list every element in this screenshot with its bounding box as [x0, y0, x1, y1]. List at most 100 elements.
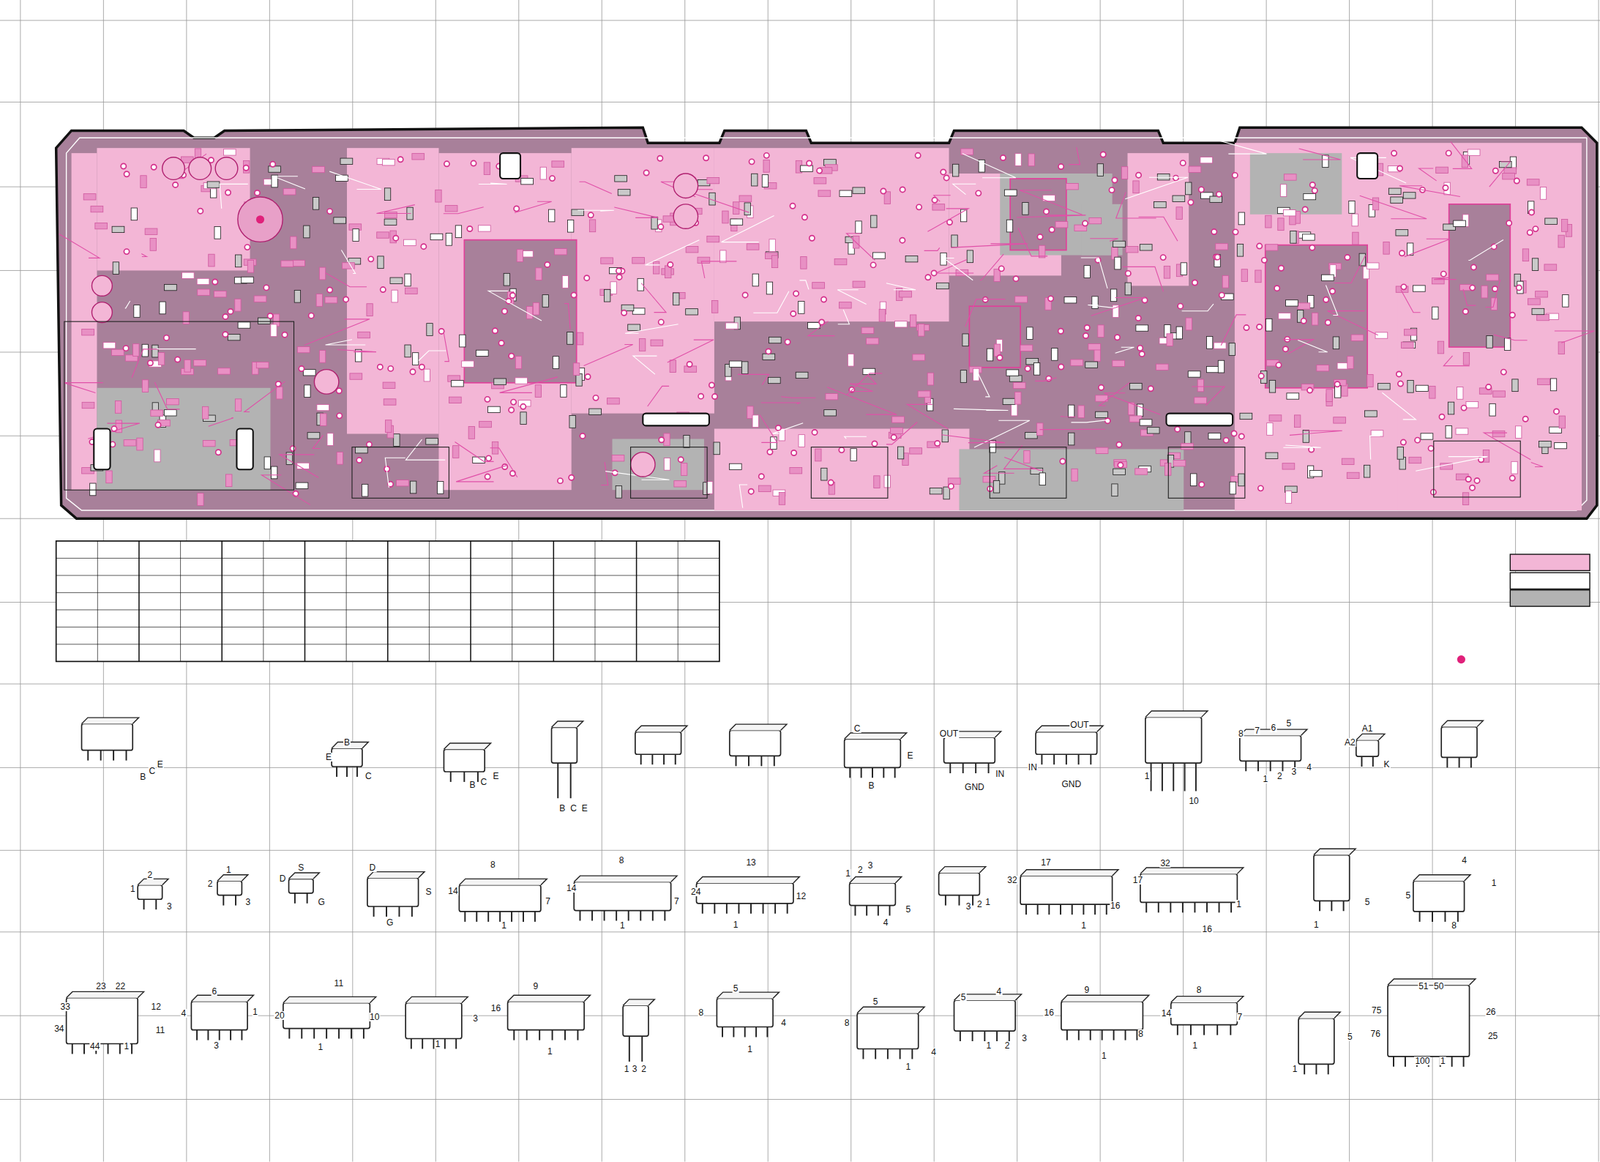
trace — [578, 181, 612, 194]
table-line — [387, 540, 389, 662]
smd-pad — [1311, 312, 1318, 325]
trace — [1019, 190, 1082, 216]
via — [327, 208, 333, 214]
smd-pad — [1416, 384, 1429, 391]
smd-pad — [1095, 447, 1109, 454]
trace — [645, 240, 700, 265]
table-line — [262, 540, 264, 662]
trace — [1004, 445, 1037, 469]
smd-pad — [1033, 362, 1040, 375]
smd-pad — [879, 308, 885, 322]
smd-pad — [1332, 336, 1339, 350]
smd-pad — [1166, 333, 1173, 347]
package-lead — [1094, 903, 1096, 915]
smd-pad — [821, 467, 828, 481]
ic-footprint — [464, 240, 577, 383]
via — [790, 311, 796, 317]
via — [174, 356, 181, 362]
pin-label: E — [156, 759, 164, 769]
trace — [799, 280, 809, 290]
package-lead — [350, 1028, 353, 1039]
trace — [1433, 277, 1457, 279]
package-lead — [974, 762, 977, 773]
smd-pad — [357, 331, 371, 338]
smd-pad — [730, 218, 743, 225]
smd-pad — [762, 353, 776, 360]
package-top — [622, 999, 655, 1005]
trace — [1370, 435, 1381, 459]
smd-pad — [766, 281, 773, 295]
smd-pad — [257, 317, 271, 324]
smd-pad — [943, 486, 950, 500]
smd-pad — [1015, 296, 1028, 303]
grid-line — [0, 849, 1600, 851]
via — [225, 189, 231, 195]
smd-pad — [445, 205, 458, 212]
package-lead — [1172, 762, 1175, 791]
trace — [488, 290, 542, 321]
package-top — [1061, 994, 1150, 1001]
smd-pad — [729, 360, 743, 367]
marker-dot — [256, 215, 265, 224]
smd-pad — [850, 448, 857, 462]
smd-pad — [1526, 179, 1540, 186]
smd-pad — [1002, 398, 1016, 405]
smd-pad — [1200, 156, 1213, 163]
smd-pad — [445, 232, 452, 246]
via — [791, 450, 797, 456]
package-lead — [112, 750, 115, 761]
via — [821, 296, 827, 302]
pin-label: A1 — [1361, 723, 1374, 733]
capacitor — [630, 452, 656, 477]
smd-pad — [425, 438, 439, 445]
package-top — [283, 996, 377, 1003]
smd-pad — [573, 363, 579, 376]
via — [243, 165, 249, 171]
via — [1084, 324, 1090, 331]
trace — [976, 370, 990, 397]
smd-pad — [223, 149, 236, 156]
smd-pad — [617, 189, 631, 196]
via — [1325, 319, 1331, 325]
via — [147, 360, 153, 366]
package-body — [1145, 716, 1202, 763]
smd-pad — [412, 352, 418, 366]
trace — [647, 385, 669, 407]
via — [1180, 160, 1186, 166]
pin-label: 51 — [1417, 981, 1429, 991]
pin-label: 4 — [996, 986, 1003, 996]
via — [510, 398, 517, 405]
smd-pad — [752, 415, 759, 428]
smd-pad — [1286, 300, 1299, 306]
package-body — [66, 997, 139, 1044]
pin-label: 1 — [623, 1064, 631, 1074]
smd-pad — [1266, 318, 1273, 331]
smd-pad — [1208, 432, 1221, 439]
smd-pad — [1437, 341, 1444, 354]
smd-pad — [1285, 491, 1292, 504]
pin-label: 8 — [489, 860, 497, 869]
trace — [1554, 330, 1595, 343]
smd-pad — [1083, 265, 1090, 279]
via — [1463, 308, 1469, 314]
trace — [737, 374, 770, 385]
smd-pad — [909, 314, 916, 328]
via — [227, 308, 233, 314]
pcb-board — [56, 127, 1598, 519]
smd-pad — [993, 480, 1000, 493]
smd-pad — [1453, 220, 1467, 227]
pin-label: 1 — [500, 920, 508, 930]
pin-label: OUT — [1069, 720, 1090, 730]
pin-label: 4 — [930, 1047, 937, 1057]
via — [1446, 150, 1452, 156]
package-top — [1313, 848, 1356, 855]
smd-pad — [1217, 360, 1224, 373]
via — [513, 205, 519, 211]
via — [290, 445, 296, 451]
smd-pad — [778, 492, 785, 506]
pin-label: 7 — [1253, 726, 1261, 735]
via — [1256, 243, 1262, 249]
via — [263, 284, 269, 290]
smd-pad — [319, 349, 325, 363]
smd-pad — [197, 289, 211, 295]
